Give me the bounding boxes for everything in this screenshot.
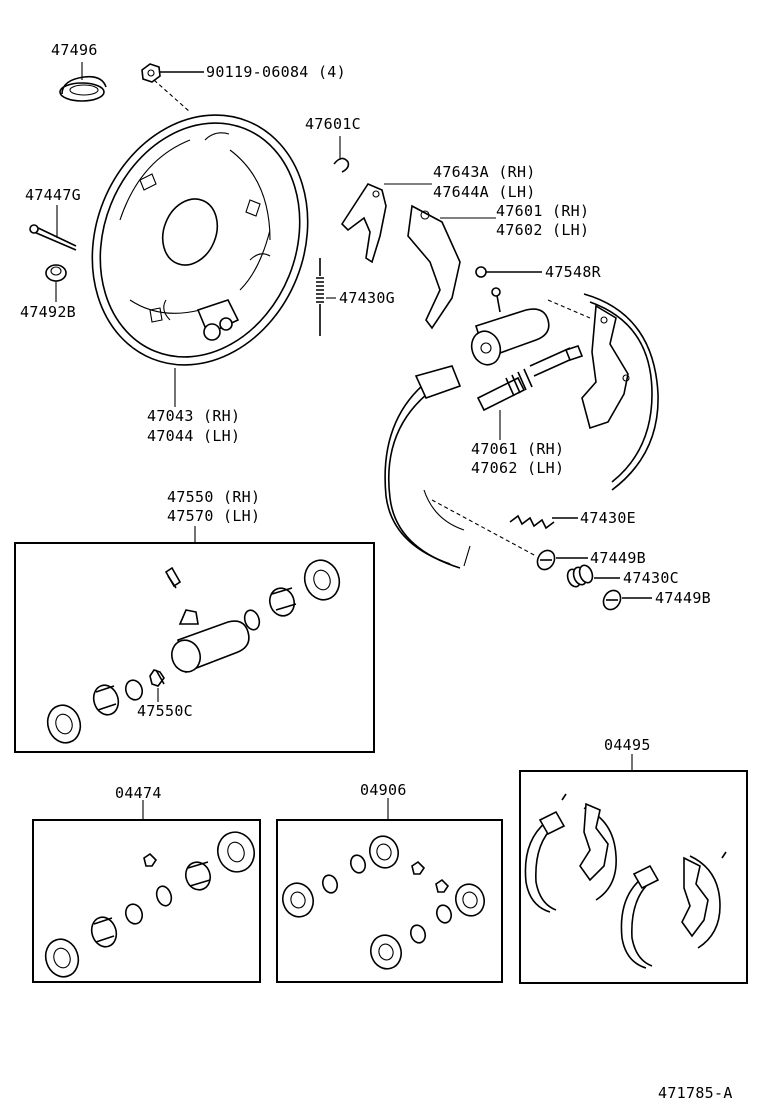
label-90119: 90119-06084 (4) — [206, 63, 346, 81]
adjuster-screw-icon — [476, 345, 584, 412]
cup-icon — [45, 264, 67, 282]
nut-icon — [475, 266, 487, 278]
figure-id: 471785-A — [658, 1084, 733, 1102]
brake-shoe-icon — [384, 365, 471, 569]
spring-icon — [566, 564, 594, 588]
label-47044: 47044 (LH) — [147, 427, 241, 445]
label-47492b: 47492B — [20, 303, 76, 321]
bolt-icon — [141, 63, 161, 83]
brake-shoe-icon — [581, 293, 659, 491]
label-47644a: 47644A (LH) — [433, 183, 536, 201]
washer-icon — [536, 549, 556, 571]
label-47570: 47570 (LH) — [167, 507, 261, 525]
backing-plate-icon — [91, 114, 309, 366]
label-47602: 47602 (LH) — [496, 221, 590, 239]
label-47601c: 47601C — [305, 115, 361, 133]
label-47430g: 47430G — [339, 289, 395, 307]
label-47447g: 47447G — [25, 186, 81, 204]
label-04474: 04474 — [115, 784, 162, 802]
wheel-cylinder-icon — [470, 287, 550, 366]
shoe-kit-icon — [524, 793, 727, 969]
kit-04474-box — [32, 819, 261, 983]
label-47430e: 47430E — [580, 509, 636, 527]
label-47643a: 47643A (RH) — [433, 163, 536, 181]
label-47061: 47061 (RH) — [471, 440, 565, 458]
label-47550: 47550 (RH) — [167, 488, 261, 506]
label-47550c: 47550C — [137, 702, 193, 720]
label-47449b-1: 47449B — [590, 549, 646, 567]
plug-icon — [59, 75, 107, 102]
label-04495: 04495 — [604, 736, 651, 754]
strut-icon — [407, 204, 461, 330]
kit-04906-box — [276, 819, 503, 983]
pin-icon — [29, 224, 77, 251]
label-47430c: 47430C — [623, 569, 679, 587]
cylinder-kit-icon — [44, 831, 256, 978]
label-47043: 47043 (RH) — [147, 407, 241, 425]
wheel-cylinder-assembly-box — [14, 542, 375, 753]
label-04906: 04906 — [360, 781, 407, 799]
washer-icon — [602, 589, 622, 611]
label-47449b-2: 47449B — [655, 589, 711, 607]
label-47062: 47062 (LH) — [471, 459, 565, 477]
spring-icon — [509, 514, 555, 530]
wheel-cylinder-exploded-icon — [46, 559, 341, 744]
spring-icon — [316, 258, 324, 336]
cup-kit-icon — [281, 835, 486, 970]
label-47601: 47601 (RH) — [496, 202, 590, 220]
label-47496: 47496 — [51, 41, 98, 59]
lever-icon — [340, 182, 387, 264]
clip-icon — [333, 157, 350, 173]
kit-04495-box — [519, 770, 748, 984]
label-47548r: 47548R — [545, 263, 601, 281]
